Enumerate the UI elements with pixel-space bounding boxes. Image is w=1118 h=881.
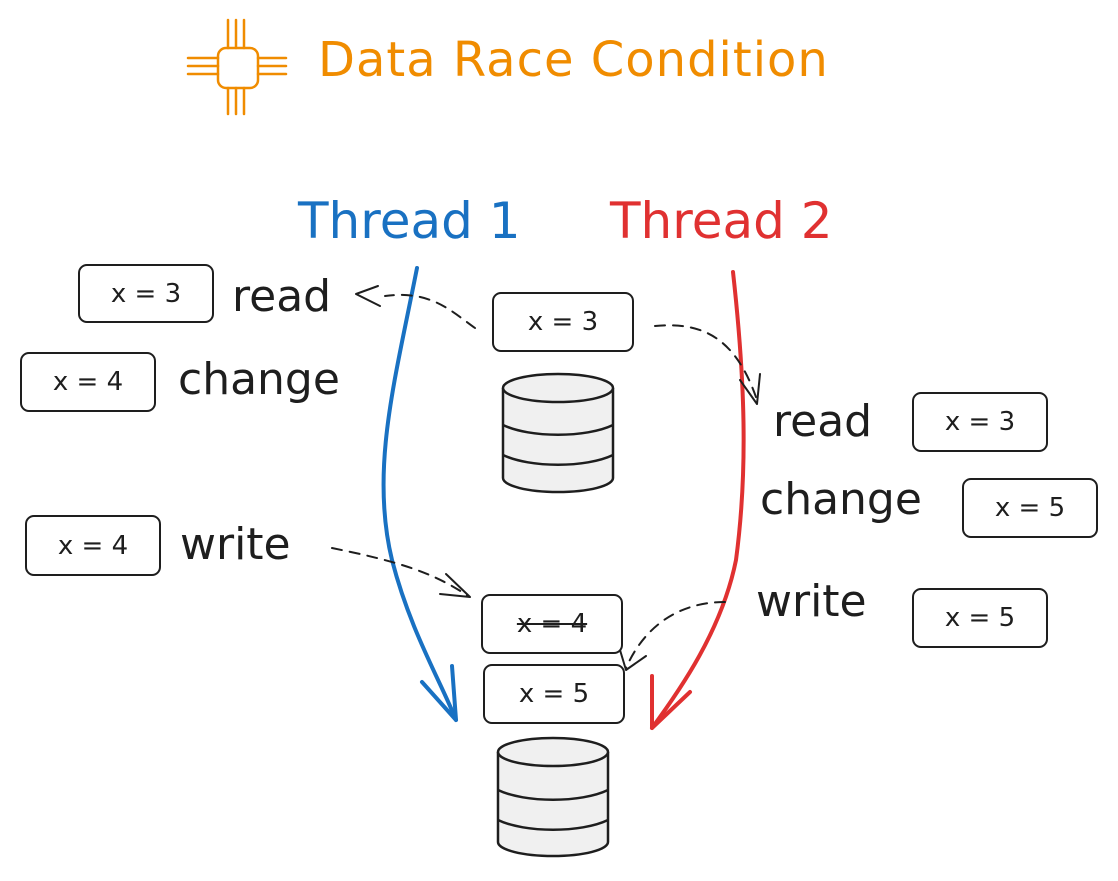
final-value-box: x = 5 <box>483 664 625 724</box>
database-icon <box>501 372 615 494</box>
thread2-write-value-box: x = 5 <box>912 588 1048 648</box>
database-icon <box>496 736 610 858</box>
thread2-change-label: change <box>760 474 922 525</box>
thread1-read-value-box: x = 3 <box>78 264 214 323</box>
thread2-read-label: read <box>773 396 873 447</box>
thread2-change-value-box: x = 5 <box>962 478 1098 538</box>
thread2-timeline-arrow <box>650 270 746 730</box>
write-arrowhead-thread1 <box>439 573 471 598</box>
thread1-read-label: read <box>232 271 332 322</box>
zia-sun-icon <box>186 18 288 116</box>
thread2-read-value-box: x = 3 <box>912 392 1048 452</box>
read-arrowhead-thread1 <box>355 285 381 307</box>
thread1-timeline-arrow <box>381 266 458 722</box>
write-arrow-thread2 <box>625 601 726 669</box>
thread1-label: Thread 1 <box>298 192 521 250</box>
read-arrowhead-thread2 <box>739 373 761 405</box>
thread1-change-label: change <box>178 354 340 405</box>
write-arrowhead-thread2 <box>619 649 647 671</box>
thread2-label: Thread 2 <box>610 192 833 250</box>
thread1-write-label: write <box>180 519 291 570</box>
thread1-write-value-box: x = 4 <box>25 515 161 576</box>
write-arrow-thread1 <box>331 547 469 597</box>
overwritten-value: x = 4 <box>516 609 588 639</box>
thread1-change-value-box: x = 4 <box>20 352 156 412</box>
read-arrow-thread2 <box>654 324 758 401</box>
overwritten-value-box: x = 4 <box>481 594 623 654</box>
page-title: Data Race Condition <box>318 32 829 88</box>
shared-value-box: x = 3 <box>492 292 634 352</box>
read-arrow-thread1 <box>384 293 476 329</box>
thread2-write-label: write <box>756 576 867 627</box>
